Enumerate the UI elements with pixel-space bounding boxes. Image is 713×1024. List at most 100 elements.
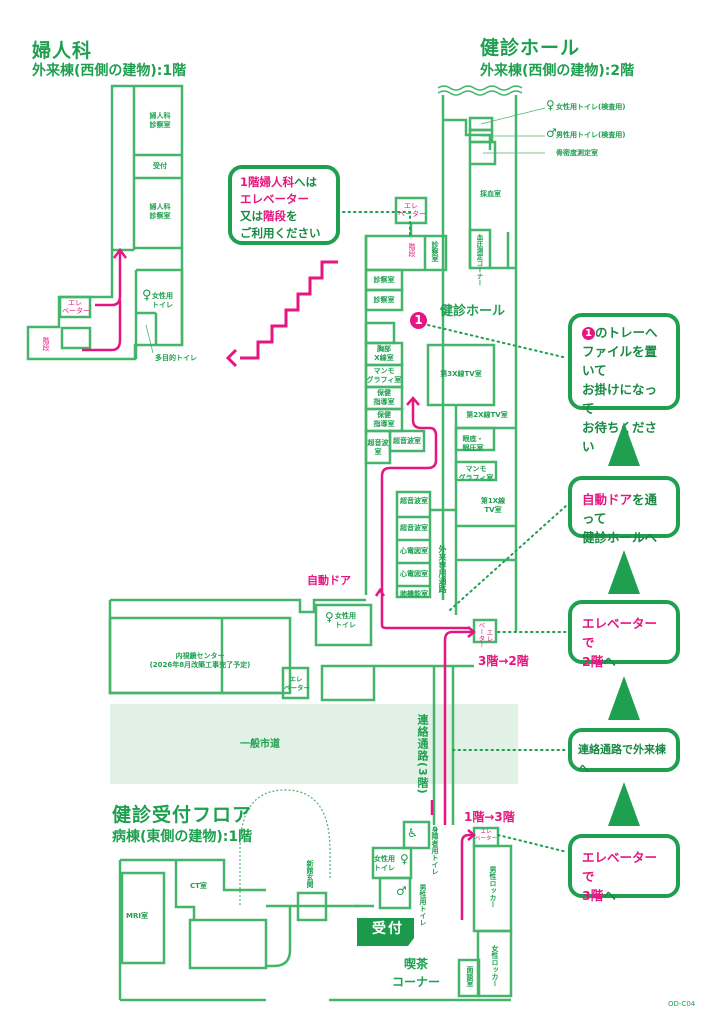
room-lung-function: 肺機能室	[400, 590, 428, 598]
callout-text: お掛けになって	[582, 382, 658, 416]
callout-text: 3階	[582, 888, 604, 903]
callout-text: エレベーター	[240, 192, 309, 206]
cafe-corner: 喫茶 コーナー	[392, 957, 441, 989]
female-icon: ♀	[400, 852, 409, 866]
callout-text: 連絡通路で外来棟へ	[578, 743, 666, 775]
reception-elevator: エレ ベーター	[475, 829, 498, 842]
male-icon: ♂	[546, 126, 557, 140]
callout-text: エレベーターで	[582, 850, 658, 884]
floor-change-1-to-3: 1階→3階	[464, 810, 515, 824]
callout-text: 又は	[240, 209, 263, 223]
reception-subtitle: 病棟(東側の建物):1階	[112, 829, 253, 845]
room-chest-xray: 胸部 X線室	[374, 345, 394, 362]
stairs-arrow-icon	[240, 260, 338, 360]
room-mri: MRI室	[126, 912, 148, 920]
callout-text: 自動ドア	[582, 492, 633, 507]
room-ecg-2: 心電図室	[400, 570, 428, 578]
consult-room: 面談室	[466, 966, 474, 987]
document-code: OD-C04	[668, 1000, 696, 1008]
callout-text: エレベーターで	[582, 616, 658, 650]
blood-draw-room: 採血室	[480, 190, 501, 198]
floor-change-3-to-2: 3階→2階	[478, 654, 529, 668]
gyn-womens-toilet: 女性用 トイレ	[152, 292, 173, 309]
callout-text: を通って	[582, 492, 658, 526]
room-fundus: 眼底・ 眼圧室	[462, 435, 484, 452]
room-health-guidance-1: 保健 指導室	[373, 389, 395, 406]
room-gyn-exam-2: 婦人科 診察室	[149, 203, 171, 220]
bridge-label: 連絡通路(3階)	[416, 714, 429, 795]
female-icon: ♀	[546, 98, 555, 112]
hall-subtitle: 外来棟(西側の建物):2階	[480, 63, 635, 79]
callout-text: へ	[603, 888, 616, 903]
callout-text: ご利用ください	[240, 226, 321, 240]
up-arrow-icon	[608, 676, 640, 720]
reception-womens-toilet: 女性用 トイレ	[374, 855, 395, 872]
gyn-multipurpose-toilet: 多目的トイレ	[155, 354, 197, 362]
reception-title: 健診受付フロア	[112, 804, 253, 826]
outpatient-corridor: 外来専用通路	[438, 545, 447, 593]
callout-text: 2階	[582, 654, 604, 669]
room-xray-tv-1: 第1X線 TV室	[480, 497, 506, 514]
callout-bridge: 連絡通路で外来棟へ	[568, 728, 680, 775]
room-xray-tv-2: 第2X線TV室	[466, 411, 508, 419]
womens-locker: 女性ロッカー	[491, 945, 499, 987]
reception-desk	[357, 918, 414, 946]
new-entrance: 新館玄関	[306, 860, 314, 888]
callout-gyn-access: 1階婦人科へは エレベーター 又は階段を ご利用ください	[228, 165, 340, 245]
room-mammography-1: マンモ グラフィ室	[366, 367, 402, 384]
hall-title: 健診ホール	[480, 37, 581, 59]
callout-elevator-3f: エレベーターで 3階へ	[568, 834, 680, 903]
tray-badge: 1	[582, 327, 595, 340]
callout-text: ファイルを置いて	[582, 344, 658, 378]
room-exam-b: 診察室	[373, 296, 395, 304]
bp-corner: 血圧測定コーナー	[475, 234, 483, 286]
callout-text: へ	[603, 654, 616, 669]
female-icon: ♀	[325, 610, 334, 624]
room-gyn-exam-1: 婦人科 診察室	[149, 112, 171, 129]
gyn-title: 婦人科	[32, 40, 93, 62]
room-ultrasound-3: 超音波室	[400, 497, 428, 505]
accessible-toilet: 身障者用トイレ	[431, 826, 439, 875]
street-band	[110, 704, 518, 784]
callout-text: 1階婦人科	[240, 175, 295, 189]
callout-text: 健診ホールへ	[582, 530, 658, 545]
endoscopy-center: 内視鏡センター	[175, 652, 225, 660]
room-health-guidance-2: 保健 指導室	[373, 411, 395, 428]
room-exam-v: 診察室	[431, 241, 439, 262]
accessible-icon: ♿	[407, 826, 418, 840]
gyn-stairs: 階段	[42, 337, 50, 351]
reception-label: 受付	[372, 921, 404, 937]
room-ecg-1: 心電図室	[400, 547, 428, 555]
hall-label: 健診ホール	[440, 304, 506, 319]
womens-toilet-exam: 女性用トイレ(検査用)	[556, 103, 626, 111]
callout-auto-door: 自動ドアを通って 健診ホールへ	[568, 476, 680, 545]
room-gyn-reception: 受付	[153, 162, 167, 170]
room-ultrasound-1: 超音波 室	[367, 439, 389, 456]
callout-text: を	[286, 209, 298, 223]
room-xray-tv-3: 第3X線TV室	[440, 370, 482, 378]
room-ct: CT室	[190, 882, 207, 890]
mens-locker: 男性ロッカー	[489, 866, 497, 908]
callout-text: へは	[294, 175, 318, 189]
gyn-elevator: エレ ベーター	[62, 299, 90, 315]
room-ultrasound-4: 超音波室	[400, 524, 428, 532]
room-ultrasound-2: 超音波室	[393, 437, 421, 445]
hall-womens-toilet: 女性用 トイレ	[335, 612, 356, 629]
callout-text: 階段	[263, 209, 286, 223]
cut-line	[437, 85, 523, 96]
tray-marker: 1	[410, 312, 427, 329]
elevator-west: エレ ベーター	[284, 675, 310, 692]
female-icon: ♀	[142, 288, 152, 303]
room-exam-a: 診察室	[373, 276, 395, 284]
street-label: 一般市道	[240, 739, 280, 750]
hall-elevator-east: エレ ベーター	[477, 622, 493, 648]
callout-text: のトレーへ	[595, 325, 658, 340]
reception-mens-toilet: 男性用トイレ	[419, 884, 427, 926]
endoscopy-note: (2026年8月改築工事完了予定)	[149, 661, 251, 669]
room-mammography-2: マンモ グラフィ室	[458, 465, 494, 482]
up-arrow-icon	[608, 422, 640, 466]
male-icon: ♂	[396, 884, 407, 898]
up-arrow-icon	[608, 782, 640, 826]
